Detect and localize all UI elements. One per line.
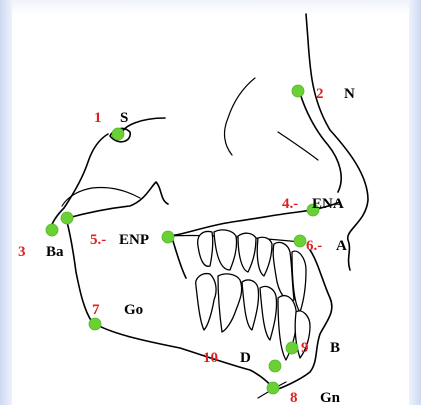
landmark-number-2: 2 [316, 86, 324, 102]
upper-canine [273, 242, 294, 300]
lower-premolar-1 [242, 280, 259, 330]
sphenoid-line [62, 187, 140, 206]
landmark-number-8: 8 [290, 390, 298, 405]
facial-profile-line [306, 14, 368, 270]
lower-molar-2 [218, 274, 242, 332]
ramus-anterior [172, 238, 186, 278]
landmark-number-10: 10 [203, 350, 218, 366]
landmark-number-5: 5.- [90, 232, 106, 248]
dentition [196, 230, 310, 360]
landmark-dot-point-d [269, 360, 281, 372]
landmark-number-3: 3 [18, 244, 26, 260]
landmark-dot-gnathion [267, 382, 279, 394]
lower-molar-1 [196, 274, 216, 330]
landmark-label-gn: Gn [320, 390, 341, 405]
landmark-dot-articulare [61, 212, 73, 224]
upper-premolar-2 [257, 237, 272, 276]
landmark-number-6: 6.- [306, 238, 322, 254]
lower-premolar-2 [260, 286, 277, 340]
landmark-dot-basion [46, 224, 58, 236]
landmark-label-d: D [240, 350, 251, 366]
landmark-label-a: A [336, 238, 347, 254]
landmark-label-ena: ENA [312, 196, 344, 212]
landmark-number-1: 1 [94, 110, 102, 126]
landmark-dot-sella [112, 128, 124, 140]
landmark-label-n: N [344, 86, 355, 102]
landmark-label-s: S [120, 110, 128, 126]
landmark-dot-gonion [89, 318, 101, 330]
orbit-floor [278, 132, 318, 160]
nasal-bone-line [300, 93, 341, 192]
upper-premolar-1 [238, 233, 256, 272]
pterygoid-outline [68, 182, 168, 218]
landmark-dot-point-b [286, 342, 298, 354]
landmark-dot-point-a [294, 235, 306, 247]
landmark-number-4: 4.- [282, 196, 298, 212]
landmark-label-ba: Ba [46, 244, 64, 260]
landmark-label-b: B [330, 340, 340, 356]
landmark-dot-nasion [292, 85, 304, 97]
landmark-number-7: 7 [92, 302, 100, 318]
landmark-label-enp: ENP [119, 232, 149, 248]
landmark-dot-enp [162, 231, 174, 243]
landmark-label-go: Go [124, 302, 143, 318]
upper-molar-1 [198, 232, 213, 267]
landmark-number-9: 9 [301, 340, 309, 356]
upper-molar-2 [214, 230, 237, 270]
orbit-curve [225, 78, 255, 155]
